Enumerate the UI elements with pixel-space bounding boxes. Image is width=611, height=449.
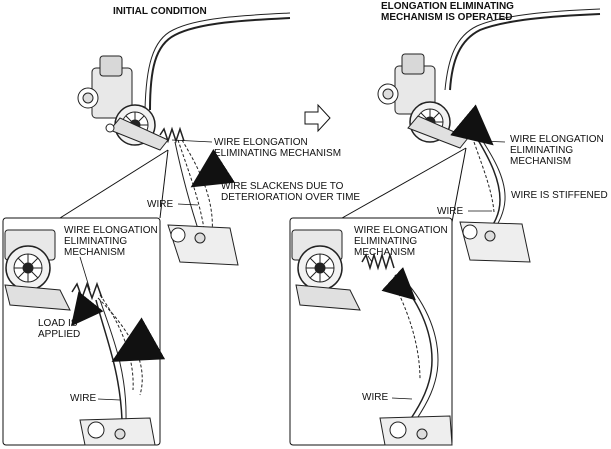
inset-load-arrow <box>71 291 104 327</box>
inset-slack-arrow <box>111 317 166 362</box>
slack-line-2: DETERIORATION OVER TIME <box>221 192 361 203</box>
tension-direction-arrow <box>450 104 494 146</box>
left-zoom-wedge <box>59 149 169 219</box>
stiffened-label: WIRE IS STIFFENED <box>511 190 608 201</box>
left-regulator-assembly <box>77 12 291 266</box>
right-leaders <box>468 140 506 212</box>
left-inset-wire-label: WIRE <box>70 393 97 404</box>
load-line-2: APPLIED <box>38 329 81 340</box>
right-inset-drawing <box>291 229 453 446</box>
load-applied-label: LOAD IS APPLIED <box>38 318 80 340</box>
left-inset-mech-line-2: ELIMINATING <box>64 236 128 247</box>
left-inset-mechanism-label: WIRE ELONGATION ELIMINATING MECHANISM <box>64 225 158 258</box>
right-mech-line-3: MECHANISM <box>510 156 572 167</box>
left-wire-label: WIRE <box>147 199 174 210</box>
left-mechanism-label: WIRE ELONGATION ELIMINATING MECHANISM <box>214 137 341 159</box>
right-title: ELONGATION ELIMINATING MECHANISM IS OPER… <box>381 1 514 23</box>
left-inset-mech-line-3: MECHANISM <box>64 247 126 258</box>
right-zoom-wedge <box>334 147 467 223</box>
slack-line-1: WIRE SLACKENS DUE TO <box>221 181 344 192</box>
transition-arrow <box>304 103 331 133</box>
left-inset-mech-line-1: WIRE ELONGATION <box>64 225 158 236</box>
left-title: INITIAL CONDITION <box>113 6 207 17</box>
right-mech-line-1: WIRE ELONGATION <box>510 134 604 145</box>
left-inset-leaders <box>79 256 121 401</box>
left-mechanism-line-2: ELIMINATING MECHANISM <box>214 148 342 159</box>
left-inset-drawing <box>4 229 156 446</box>
right-inset-wire-label: WIRE <box>362 392 389 403</box>
right-inset-mech-line-2: ELIMINATING <box>354 236 418 247</box>
right-inset-mech-line-1: WIRE ELONGATION <box>354 225 448 236</box>
left-leaders <box>171 139 213 206</box>
slack-direction-arrow <box>190 148 236 188</box>
right-inset-leaders <box>367 255 413 400</box>
right-mech-line-2: ELIMINATING <box>510 145 574 156</box>
right-wire-label: WIRE <box>437 206 464 217</box>
slack-label: WIRE SLACKENS DUE TO DETERIORATION OVER … <box>221 181 360 203</box>
right-title-line-2: MECHANISM IS OPERATED <box>381 12 513 23</box>
left-mechanism-line-1: WIRE ELONGATION <box>214 137 308 148</box>
right-inset-mech-line-3: MECHANISM <box>354 247 416 258</box>
load-line-1: LOAD IS <box>38 318 78 329</box>
right-mechanism-label: WIRE ELONGATION ELIMINATING MECHANISM <box>510 134 604 167</box>
right-title-line-1: ELONGATION ELIMINATING <box>381 1 514 12</box>
inset-tension-arrow <box>381 267 416 301</box>
right-inset-mechanism-label: WIRE ELONGATION ELIMINATING MECHANISM <box>354 225 448 258</box>
